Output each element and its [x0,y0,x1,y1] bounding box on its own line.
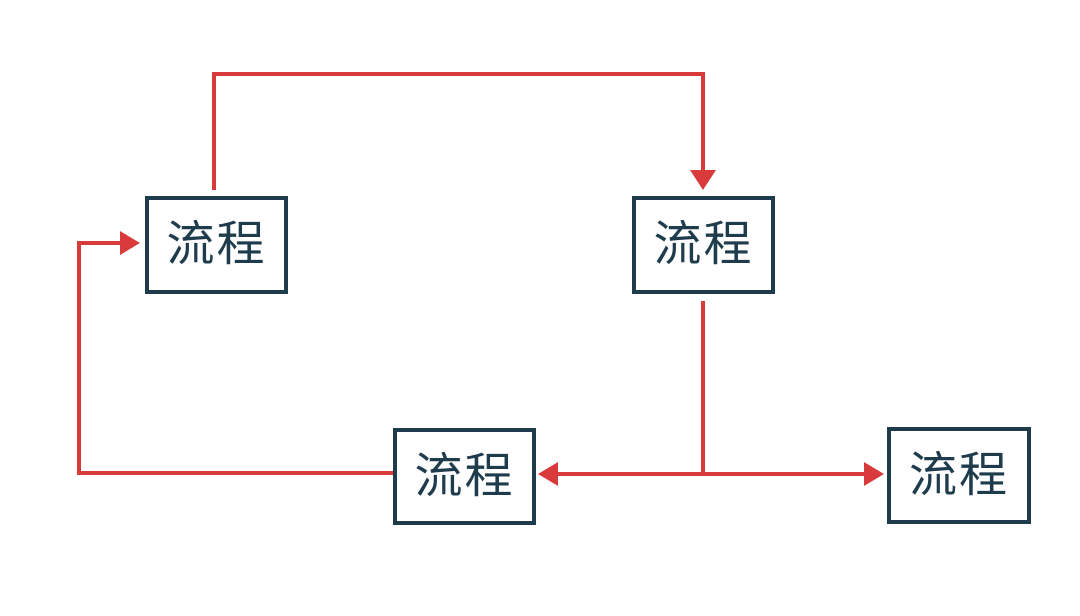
node-top-left-label: 流程 [166,218,267,271]
arrowhead-left-into-bottommiddle [538,462,558,486]
edge-topleft-to-topright [212,72,705,190]
node-top-left: 流程 [145,196,288,294]
node-bottom-right: 流程 [887,427,1031,524]
edge-bottommiddle-to-topleft [77,241,393,475]
arrowhead-down-into-topright [690,170,716,190]
node-bottom-middle-label: 流程 [414,449,515,503]
arrowhead-right-into-bottomright [864,462,884,486]
node-top-right: 流程 [632,196,775,294]
arrowhead-right-into-topleft [120,231,140,255]
node-bottom-middle: 流程 [393,428,536,525]
node-top-right-label: 流程 [653,218,754,271]
node-bottom-right-label: 流程 [908,448,1009,502]
